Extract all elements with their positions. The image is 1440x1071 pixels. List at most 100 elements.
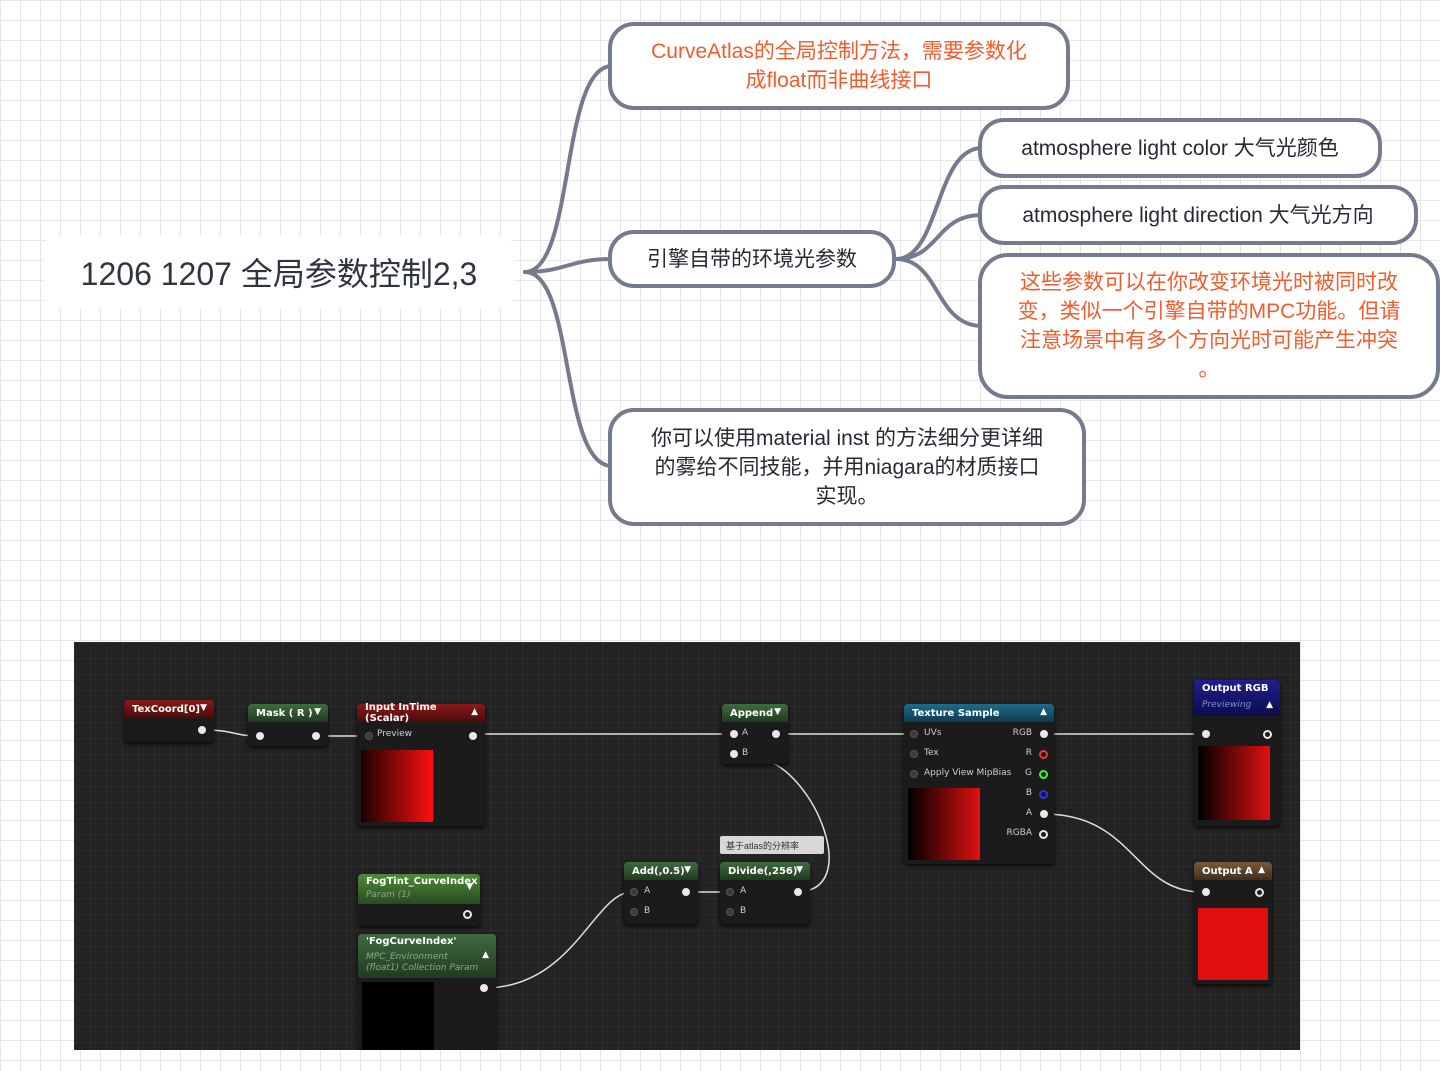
material-graph-screenshot: TexCoord[0]▼ Mask ( R )▼ Input InTime (S… — [74, 642, 1300, 1050]
node-mask-title: Mask ( R ) — [256, 707, 313, 719]
input-pin[interactable] — [365, 732, 373, 740]
output-a-preview — [1198, 908, 1268, 980]
collapse-arrow-icon[interactable]: ▼ — [466, 882, 473, 892]
child-direction-text: atmosphere light direction 大气光方向 — [1022, 203, 1374, 227]
expand-arrow-icon[interactable]: ▲ — [1258, 865, 1265, 875]
collapse-arrow-icon[interactable]: ▼ — [314, 707, 321, 717]
fogcurve-preview — [362, 982, 434, 1050]
input-pin-a[interactable] — [630, 888, 638, 896]
node-fogcurveindex[interactable]: 'FogCurveIndex' ▲ MPC_Environment (float1… — [358, 934, 496, 1050]
input-pin-mipbias[interactable] — [910, 770, 918, 778]
collapse-arrow-icon[interactable]: ▼ — [796, 865, 803, 875]
mindmap-root-topic[interactable]: 1206 1207 全局参数控制2,3 — [44, 236, 514, 308]
node-input-intime[interactable]: Input InTime (Scalar) ▲ Preview — [357, 702, 485, 826]
node-fogcurve-subtitle-1: MPC_Environment — [366, 952, 448, 962]
node-mask[interactable]: Mask ( R )▼ — [248, 704, 328, 746]
pin-mipbias-label: Apply View MipBias — [924, 768, 1012, 778]
expand-arrow-icon[interactable]: ▲ — [1266, 700, 1273, 710]
comment-bubble[interactable]: 基于atlas的分辨率 — [720, 836, 824, 854]
pin-r-label: R — [1025, 748, 1032, 758]
branch-engine-text: 引擎自带的环境光参数 — [647, 247, 857, 271]
output-pin[interactable] — [1255, 888, 1264, 897]
output-pin-rgb[interactable] — [1040, 730, 1048, 738]
output-pin[interactable] — [1263, 730, 1272, 739]
output-pin-b[interactable] — [1039, 790, 1048, 799]
input-pin-a[interactable] — [730, 730, 738, 738]
branch-curveatlas-text: CurveAtlas的全局控制方法，需要参数化 成float而非曲线接口 — [651, 40, 1027, 92]
node-fogcurve-title: 'FogCurveIndex' — [366, 936, 457, 947]
child-atmosphere-color[interactable]: atmosphere light color 大气光颜色 — [978, 118, 1382, 178]
input-pin-uvs[interactable] — [910, 730, 918, 738]
node-texcoord-title: TexCoord[0] — [132, 703, 200, 715]
expand-arrow-icon[interactable]: ▲ — [471, 707, 478, 717]
pin-g-label: G — [1025, 768, 1032, 778]
node-add-title: Add(,0.5) — [632, 865, 685, 877]
collapse-arrow-icon[interactable]: ▼ — [200, 703, 207, 713]
output-pin[interactable] — [463, 910, 472, 919]
pin-rgba-label: RGBA — [1006, 828, 1032, 838]
input-pin-b[interactable] — [730, 750, 738, 758]
input-pin[interactable] — [256, 732, 264, 740]
input-pin-tex[interactable] — [910, 750, 918, 758]
node-divide[interactable]: Divide(,256)▼ A B — [720, 862, 810, 924]
child-note-text: 这些参数可以在你改变环境光时被同时改 变，类似一个引擎自带的MPC功能。但请 注… — [1017, 271, 1401, 381]
node-output-a[interactable]: Output A ▲ — [1194, 862, 1272, 984]
pin-a-label: A — [742, 728, 749, 738]
child-conflict-note[interactable]: 这些参数可以在你改变环境光时被同时改 变，类似一个引擎自带的MPC功能。但请 注… — [978, 253, 1440, 399]
output-pin-a[interactable] — [1040, 810, 1048, 818]
output-pin[interactable] — [469, 732, 477, 740]
node-texture-sample-title: Texture Sample — [912, 707, 1000, 719]
pin-b-out-label: B — [1025, 788, 1032, 798]
pin-uvs-label: UVs — [924, 728, 942, 738]
output-pin-r[interactable] — [1039, 750, 1048, 759]
input-pin-b[interactable] — [726, 908, 734, 916]
pin-preview-label: Preview — [377, 729, 413, 739]
node-output-rgb-status: Previewing — [1202, 700, 1252, 710]
child-atmosphere-direction[interactable]: atmosphere light direction 大气光方向 — [978, 185, 1418, 245]
output-pin[interactable] — [312, 732, 320, 740]
input-pin-b[interactable] — [630, 908, 638, 916]
collapse-arrow-icon[interactable]: ▼ — [684, 865, 691, 875]
pin-rgb-label: RGB — [1012, 728, 1032, 738]
output-pin[interactable] — [772, 730, 780, 738]
collapse-arrow-icon[interactable]: ▼ — [774, 707, 781, 717]
node-fogtint-title: FogTint_CurveIndex — [366, 876, 478, 887]
branch-engine-ambient-params[interactable]: 引擎自带的环境光参数 — [608, 230, 896, 288]
pin-b-label: B — [740, 906, 747, 916]
output-pin-rgba[interactable] — [1039, 830, 1048, 839]
pin-a-label: A — [740, 886, 747, 896]
texture-preview — [908, 788, 980, 860]
output-pin[interactable] — [198, 726, 206, 734]
node-add[interactable]: Add(,0.5)▼ A B — [624, 862, 698, 924]
node-fogcurve-subtitle-2: (float1) Collection Param — [366, 963, 479, 973]
node-input-intime-title: Input InTime (Scalar) — [365, 702, 437, 724]
branch-curveatlas[interactable]: CurveAtlas的全局控制方法，需要参数化 成float而非曲线接口 — [608, 22, 1070, 110]
node-texture-sample[interactable]: Texture Sample▲ UVs Tex Apply View MipBi… — [904, 704, 1054, 864]
output-pin[interactable] — [682, 888, 690, 896]
preview-swatch — [361, 750, 433, 822]
node-output-rgb[interactable]: Output RGB▲ Previewing — [1194, 680, 1280, 826]
output-pin[interactable] — [794, 888, 802, 896]
pin-a-label: A — [644, 886, 651, 896]
child-color-text: atmosphere light color 大气光颜色 — [1021, 136, 1339, 160]
output-pin[interactable] — [480, 984, 488, 992]
expand-arrow-icon[interactable]: ▲ — [482, 950, 489, 960]
node-append[interactable]: Append▼ A B — [722, 704, 788, 764]
node-append-title: Append — [730, 707, 774, 719]
mindmap-connectors — [523, 64, 984, 468]
input-pin[interactable] — [1202, 730, 1210, 738]
expand-arrow-icon[interactable]: ▲ — [1040, 707, 1047, 717]
node-output-a-title: Output A — [1202, 865, 1253, 877]
node-texcoord[interactable]: TexCoord[0]▼ — [124, 700, 214, 742]
pin-b-label: B — [742, 748, 749, 758]
node-divide-title: Divide(,256) — [728, 865, 798, 877]
node-fogtint-curveindex[interactable]: FogTint_CurveIndex▼ Param (1) — [358, 874, 480, 926]
branch-material-instance[interactable]: 你可以使用material inst 的方法细分更详细 的雾给不同技能，并用ni… — [608, 408, 1086, 526]
input-pin-a[interactable] — [726, 888, 734, 896]
input-pin[interactable] — [1202, 888, 1210, 896]
output-rgb-preview — [1198, 746, 1270, 820]
pin-b-label: B — [644, 906, 651, 916]
output-pin-g[interactable] — [1039, 770, 1048, 779]
pin-a-out-label: A — [1025, 808, 1032, 818]
node-fogtint-subtitle: Param (1) — [366, 890, 411, 900]
